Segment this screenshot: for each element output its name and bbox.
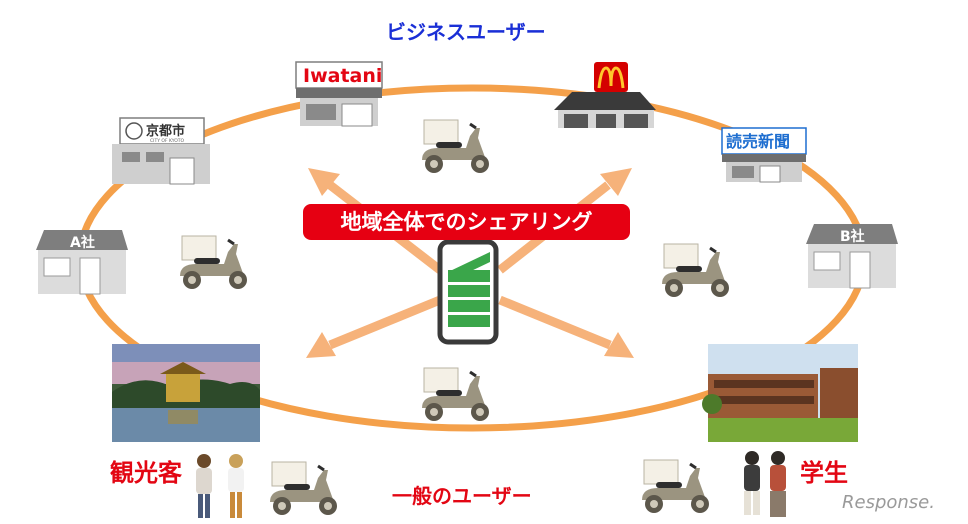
yomiuri-building [721, 127, 807, 183]
battery-icon [437, 234, 499, 345]
scooter-icon [178, 234, 249, 291]
scooter-icon [420, 118, 491, 175]
arrow-lower-left [306, 295, 442, 358]
kinkakuji-photo [112, 344, 260, 442]
sharing-banner: 地域全体でのシェアリング [303, 204, 630, 240]
company-a-building [36, 230, 128, 295]
response-watermark: Response. [842, 492, 935, 513]
yomiuri-logo: 読売新聞 [726, 132, 790, 151]
general-users-title: 一般のユーザー [392, 484, 532, 508]
arrow-lower-right [498, 295, 634, 358]
scooter-icon [420, 366, 491, 423]
scooter-icon [640, 458, 711, 515]
students-label: 学生 [800, 459, 848, 487]
kyoto-city-sublabel: CITY OF KYOTO [150, 138, 185, 144]
tourists-label: 観光客 [110, 459, 182, 487]
business-users-title: ビジネスユーザー [386, 20, 546, 44]
iwatani-building [295, 61, 383, 127]
mcdonalds-building [554, 62, 656, 128]
company-a-label: A社 [70, 234, 95, 251]
company-b-label: B社 [840, 228, 865, 245]
tourist-people-icon [196, 454, 244, 518]
company-b-building [806, 224, 898, 289]
student-people-icon [744, 451, 786, 517]
kyoto-city-building [112, 117, 210, 185]
kyoto-city-label: 京都市 [146, 123, 185, 139]
scooter-icon [268, 460, 339, 517]
scooter-icon [660, 242, 731, 299]
campus-photo [702, 344, 858, 442]
iwatani-logo: Iwatani [303, 65, 382, 87]
